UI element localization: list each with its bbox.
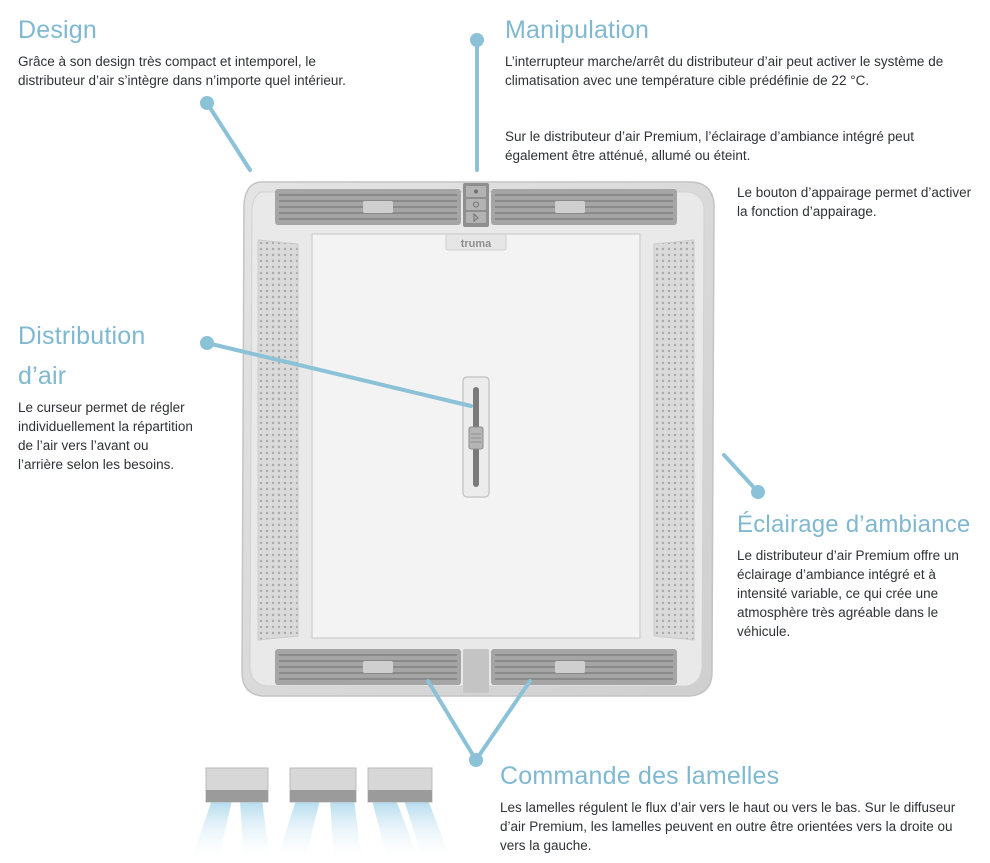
manipulation-text-3: Le bouton d’appairage permet d’activer l…: [737, 185, 972, 219]
manipulation-text-1: L’interrupteur marche/arrêt du distribut…: [505, 54, 944, 88]
bottom-vent-louvers[interactable]: [275, 649, 677, 693]
design-text: Grâce à son design très compact et intem…: [18, 54, 346, 88]
eclairage-callout-line: [722, 453, 760, 494]
air-distributor-device: truma: [241, 181, 715, 697]
light-icon: [474, 189, 478, 194]
eclairage-callout-dot: [751, 485, 765, 499]
manipulation-heading: Manipulation: [505, 16, 650, 44]
design-callout-dot: [200, 96, 214, 110]
airflow-thumbnail-2: [276, 767, 362, 863]
logo-text: truma: [461, 238, 492, 250]
design-callout-line: [205, 101, 252, 172]
lamelles-callout-dot: [469, 753, 483, 767]
manipulation-callout-dot: [470, 33, 484, 47]
power-icon: [473, 201, 479, 208]
manipulation-text-2: Sur le distributeur d’air Premium, l’écl…: [505, 129, 914, 163]
distribution-heading: Distribution d’air: [18, 322, 146, 390]
pairing-button[interactable]: [466, 212, 486, 223]
eclairage-text: Le distributeur d’air Premium offre un é…: [737, 548, 959, 639]
eclairage-heading: Éclairage d’ambiance: [737, 511, 971, 538]
airflow-thumbnail-3: [367, 767, 452, 863]
lamelles-heading: Commande des lamelles: [500, 762, 780, 790]
lamelles-text: Les lamelles régulent le flux d’air vers…: [500, 800, 956, 853]
distribution-callout-line: [205, 341, 473, 408]
design-heading: Design: [18, 16, 98, 44]
side-ambient-light-panels: [257, 239, 695, 641]
bluetooth-icon: [473, 212, 479, 222]
air-distribution-slider[interactable]: [462, 376, 490, 498]
distribution-text: Le curseur permet de régler individuelle…: [18, 400, 193, 472]
power-button[interactable]: [466, 199, 486, 210]
control-buttons[interactable]: [463, 183, 489, 227]
truma-logo: truma: [445, 233, 507, 251]
distribution-callout-dot: [200, 336, 214, 350]
top-vent-louvers[interactable]: [275, 189, 677, 225]
airflow-thumbnail-1: [190, 767, 270, 863]
airflow-illustrations: [190, 767, 452, 863]
